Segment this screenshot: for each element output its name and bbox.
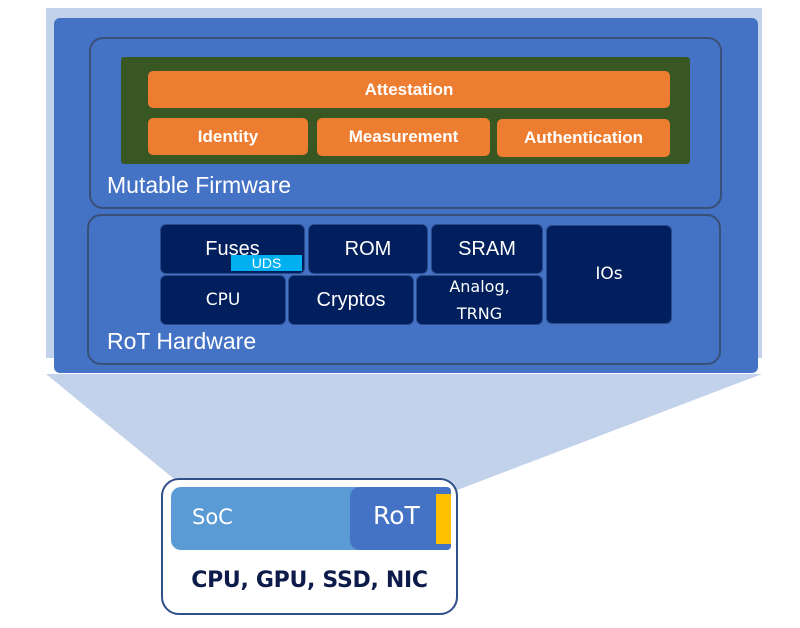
rom-label: ROM: [344, 237, 392, 260]
authentication-label: Authentication: [524, 128, 643, 147]
uds-tag: UDS: [231, 255, 302, 271]
rot-bar: RoT: [350, 487, 451, 550]
sram-block: SRAM: [431, 224, 543, 274]
cryptos-block: Cryptos: [288, 275, 414, 325]
ios-block: IOs: [546, 225, 672, 324]
measurement-block: Measurement: [317, 118, 490, 156]
authentication-block: Authentication: [497, 119, 670, 157]
rot-highlight-marker: [436, 494, 451, 544]
identity-label: Identity: [197, 126, 259, 146]
uds-label: UDS: [251, 255, 282, 271]
rom-block: ROM: [308, 224, 428, 274]
fuses-label: Fuses: [205, 238, 260, 260]
funnel-shape: [46, 374, 762, 492]
analog-label: Analog,: [449, 277, 510, 296]
cryptos-label: Cryptos: [316, 288, 386, 311]
cpu-label: CPU: [205, 290, 241, 310]
attestation-block: Attestation: [148, 71, 670, 108]
attestation-label: Attestation: [364, 79, 454, 99]
identity-block: Identity: [148, 118, 308, 155]
ios-label: IOs: [595, 263, 623, 284]
trng-label: TRNG: [456, 304, 503, 323]
cpu-block: CPU: [160, 275, 286, 325]
sram-label: SRAM: [458, 237, 516, 260]
analog-trng-block: Analog, TRNG: [416, 275, 543, 325]
measurement-label: Measurement: [348, 127, 459, 146]
mutable-firmware-label: Mutable Firmware: [107, 172, 292, 198]
device-types-caption: CPU, GPU, SSD, NIC: [191, 568, 428, 593]
rot-hardware-label: RoT Hardware: [107, 328, 257, 354]
rot-label: RoT: [373, 501, 420, 530]
soc-label: SoC: [192, 505, 233, 529]
